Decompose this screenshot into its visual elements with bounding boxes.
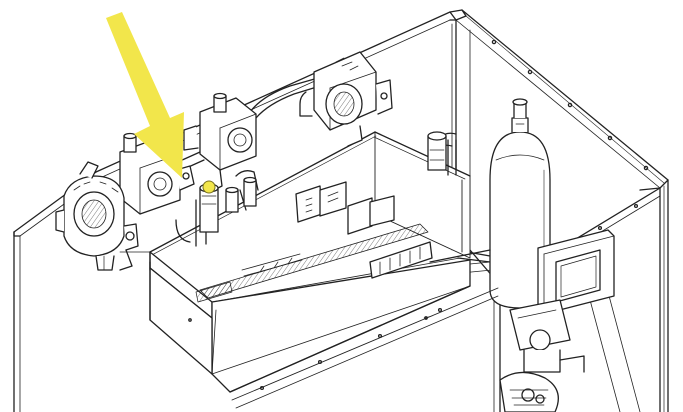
expansion-vessel	[489, 98, 551, 309]
gas-cylinder-icon	[489, 131, 551, 309]
target-fitting	[199, 176, 257, 233]
valve-bottom-right	[499, 299, 585, 412]
frame-front-right-post	[659, 179, 669, 412]
valve-icon	[529, 329, 551, 351]
back-fitting	[427, 131, 447, 171]
highlight-dot	[202, 180, 216, 194]
frame-top-right-rail	[461, 9, 669, 181]
arrow-pointer-icon	[106, 12, 184, 178]
pump-middle	[183, 92, 257, 193]
display-panel	[537, 229, 615, 315]
pump-left	[55, 132, 195, 271]
control-box	[149, 131, 499, 409]
switch-module	[369, 241, 433, 279]
pump-top	[299, 51, 393, 147]
